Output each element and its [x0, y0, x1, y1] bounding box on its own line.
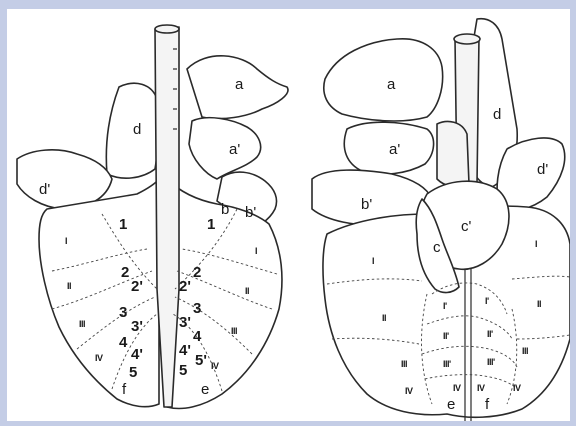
label-a-prime-right: a' — [389, 141, 400, 158]
seg-right-3: 3 — [193, 300, 201, 317]
roman-outer-left-3: III — [401, 359, 407, 369]
label-a-right: a — [387, 76, 396, 93]
seg-right-4: 4 — [193, 328, 202, 345]
label-d-prime-left: d' — [39, 181, 50, 198]
seg-left-4: 4 — [119, 334, 128, 351]
roman-outer-right-2: II — [537, 299, 541, 309]
roman-inner-right-3: III' — [487, 357, 495, 367]
trachea-opening-left — [155, 25, 179, 33]
roman-inner-right-2: II' — [487, 329, 493, 339]
trachea-opening-right — [454, 34, 480, 44]
seg-right-3p: 3' — [179, 314, 191, 331]
label-a-left: a — [235, 76, 244, 93]
label-e-right: e — [447, 396, 455, 413]
roman-inner-left-1: I' — [443, 301, 447, 311]
seg-left-2p: 2' — [131, 278, 143, 295]
label-c-prime: c' — [461, 218, 472, 235]
roman-inner-left-2: II' — [443, 331, 449, 341]
label-d-left: d — [133, 121, 141, 138]
roman-outer-left-2: II — [382, 313, 386, 323]
roman-outer-left-1: I — [372, 256, 374, 266]
roman-left-3: III — [79, 319, 85, 329]
roman-bottom-left: IV — [405, 386, 413, 396]
roman-inner-right-1: I' — [485, 296, 489, 306]
roman-left-2: II — [67, 281, 71, 291]
label-e-left: e — [201, 381, 209, 398]
seg-right-2: 2 — [193, 264, 201, 281]
lobe-a-prime-left — [189, 118, 261, 179]
label-b-left: b — [221, 201, 229, 218]
roman-outer-right-1: I — [535, 239, 537, 249]
roman-right-2: II — [245, 286, 249, 296]
label-a-prime-left: a' — [229, 141, 240, 158]
seg-right-2p: 2' — [179, 278, 191, 295]
label-d-prime-right: d' — [537, 161, 548, 178]
roman-left-1: I — [65, 236, 67, 246]
lung-lobe-diagram: a a' b b' d d' f e 1 2 2' 3 3' 4 4' 5 1 … — [7, 9, 570, 421]
seg-right-4p: 4' — [179, 342, 191, 359]
roman-outer-right-3: III — [522, 346, 528, 356]
roman-inner-left-4: IV — [453, 383, 461, 393]
seg-left-2: 2 — [121, 264, 129, 281]
label-c: c — [433, 239, 441, 256]
seg-left-1: 1 — [119, 216, 127, 233]
seg-right-1: 1 — [207, 216, 215, 233]
label-b-prime-left: b' — [245, 204, 256, 221]
roman-bottom-right: IV — [513, 383, 521, 393]
seg-right-5p: 5' — [195, 352, 207, 369]
seg-left-4p: 4' — [131, 346, 143, 363]
roman-inner-right-4: IV — [477, 383, 485, 393]
left-view: a a' b b' d d' f e 1 2 2' 3 3' 4 4' 5 1 … — [17, 25, 288, 408]
seg-right-5: 5 — [179, 362, 187, 379]
lobe-a-right — [324, 39, 443, 121]
lobe-d-prime-right — [497, 138, 565, 211]
roman-right-3: III — [231, 326, 237, 336]
trachea-body-right — [437, 121, 469, 186]
roman-inner-left-3: III' — [443, 359, 451, 369]
label-d-right: d — [493, 106, 501, 123]
roman-right-1: I — [255, 246, 257, 256]
roman-left-4: IV — [95, 353, 103, 363]
seg-left-3p: 3' — [131, 318, 143, 335]
seg-left-3: 3 — [119, 304, 127, 321]
diagram-frame: a a' b b' d d' f e 1 2 2' 3 3' 4 4' 5 1 … — [7, 9, 570, 421]
roman-right-4: IV — [211, 361, 219, 371]
right-view: a a' b' d d' c' c e f I II III I II III … — [312, 19, 570, 421]
label-b-prime-right: b' — [361, 196, 372, 213]
seg-left-5: 5 — [129, 364, 137, 381]
